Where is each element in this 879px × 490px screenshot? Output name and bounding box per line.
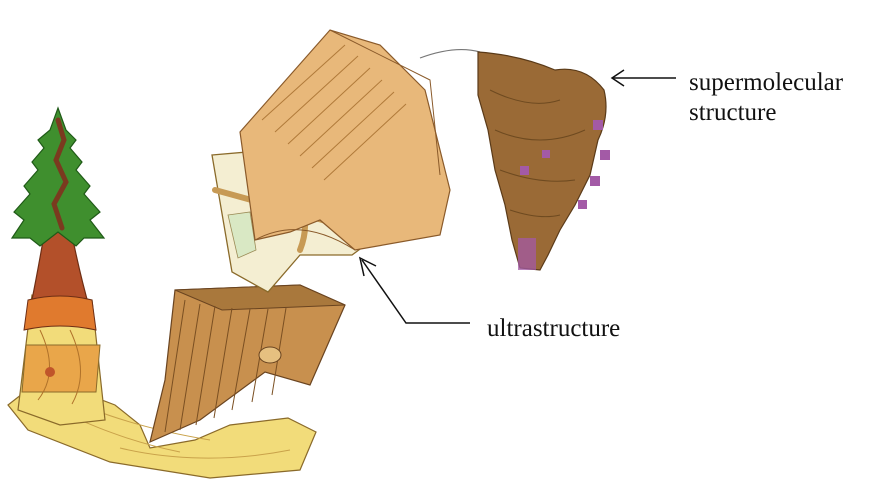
tree-trunk-base bbox=[24, 296, 96, 330]
fibril-layers bbox=[240, 30, 450, 250]
supermolecular-label-line1: supermolecular bbox=[689, 68, 843, 98]
supermolecular-label-line2: structure bbox=[689, 98, 843, 128]
fibril-strand bbox=[420, 50, 480, 58]
ultrastructure-arrow bbox=[360, 258, 470, 323]
ultrastructure-label: ultrastructure bbox=[487, 314, 620, 344]
cell-block bbox=[150, 285, 345, 442]
supermolecular-arrow bbox=[612, 70, 676, 86]
supermolecular-bundle bbox=[478, 52, 610, 270]
supermolecular-structure-label: supermolecular structure bbox=[689, 68, 843, 128]
